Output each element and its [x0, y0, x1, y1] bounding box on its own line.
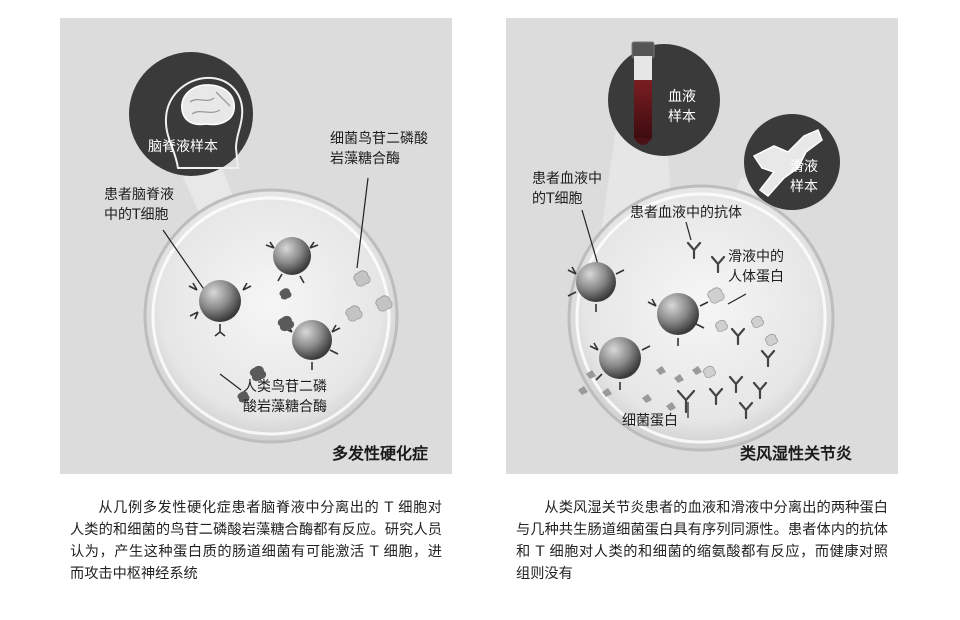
t-cell	[589, 337, 651, 390]
tcell-label-line1: 患者血液中	[532, 171, 602, 187]
blood-sample-icon	[608, 41, 720, 156]
ms-panel-title: 多发性硬化症	[332, 444, 429, 463]
t-cell	[567, 262, 625, 312]
leader-line	[356, 177, 369, 269]
ms-caption: 从几例多发性硬化症患者脑脊液中分离出的 T 细胞对人类的和细菌的鸟苷二磷酸岩藻糖…	[70, 500, 442, 582]
petri-dish	[567, 184, 835, 452]
human-protein-label-line2: 人体蛋白	[728, 269, 784, 285]
ra-panel: 血液 样本 滑液 样本 患者血液中 的T细胞 患者血液中的抗体 滑液中的 人体蛋…	[506, 18, 898, 474]
human-protein-label-line1: 滑液中的	[728, 249, 784, 265]
tcell-label-line1: 患者脑脊液	[104, 187, 174, 203]
synovial-sample-label-line1: 滑液	[790, 159, 818, 175]
leader-line	[727, 293, 747, 305]
leader-line	[219, 373, 242, 391]
t-cell	[265, 237, 319, 284]
leader-line	[162, 229, 211, 299]
human-enzyme-label-line2: 酸岩藻糖合酶	[243, 399, 327, 415]
t-cell	[188, 280, 252, 337]
synovial-sample-icon	[744, 114, 840, 210]
bacterial-enzyme-blob	[345, 270, 393, 322]
tcell-label-line2: 的T细胞	[532, 191, 583, 207]
bacterial-enzyme-label-line2: 岩藻糖合酶	[330, 151, 400, 167]
csf-sample-label: 脑脊液样本	[148, 139, 218, 155]
bacterial-protein-label: 细菌蛋白	[622, 413, 678, 429]
human-protein-blob	[703, 287, 778, 378]
bacterial-protein-blob	[578, 366, 702, 411]
blood-sample-label-line1: 血液	[668, 89, 696, 105]
ms-panel: 脑脊液样本 患者脑脊液 中的T细胞 细菌鸟苷二磷酸 岩藻糖合酶 人类鸟苷二磷 酸…	[60, 18, 452, 474]
csf-sample-icon	[129, 52, 253, 176]
bacterial-enzyme-label-line1: 细菌鸟苷二磷酸	[330, 131, 428, 147]
t-cell	[647, 293, 709, 346]
tcell-label-line2: 中的T细胞	[104, 207, 169, 223]
human-enzyme-label-line1: 人类鸟苷二磷	[243, 379, 327, 395]
human-enzyme-blob	[237, 288, 295, 403]
leader-line	[581, 209, 600, 269]
ms-illustration	[129, 52, 399, 444]
leader-line	[685, 221, 692, 241]
ra-illustration	[567, 41, 840, 452]
ra-panel-title: 类风湿性关节炎	[740, 444, 853, 463]
petri-dish	[143, 188, 399, 444]
ra-caption: 从类风湿关节炎患者的血液和滑液中分离出的两种蛋白与几种共生肠道细菌蛋白具有序列同…	[516, 500, 888, 582]
blood-sample-label-line2: 样本	[668, 109, 696, 125]
synovial-sample-label-line2: 样本	[790, 179, 818, 195]
antibody-label: 患者血液中的抗体	[630, 205, 742, 221]
antibody	[676, 241, 776, 420]
